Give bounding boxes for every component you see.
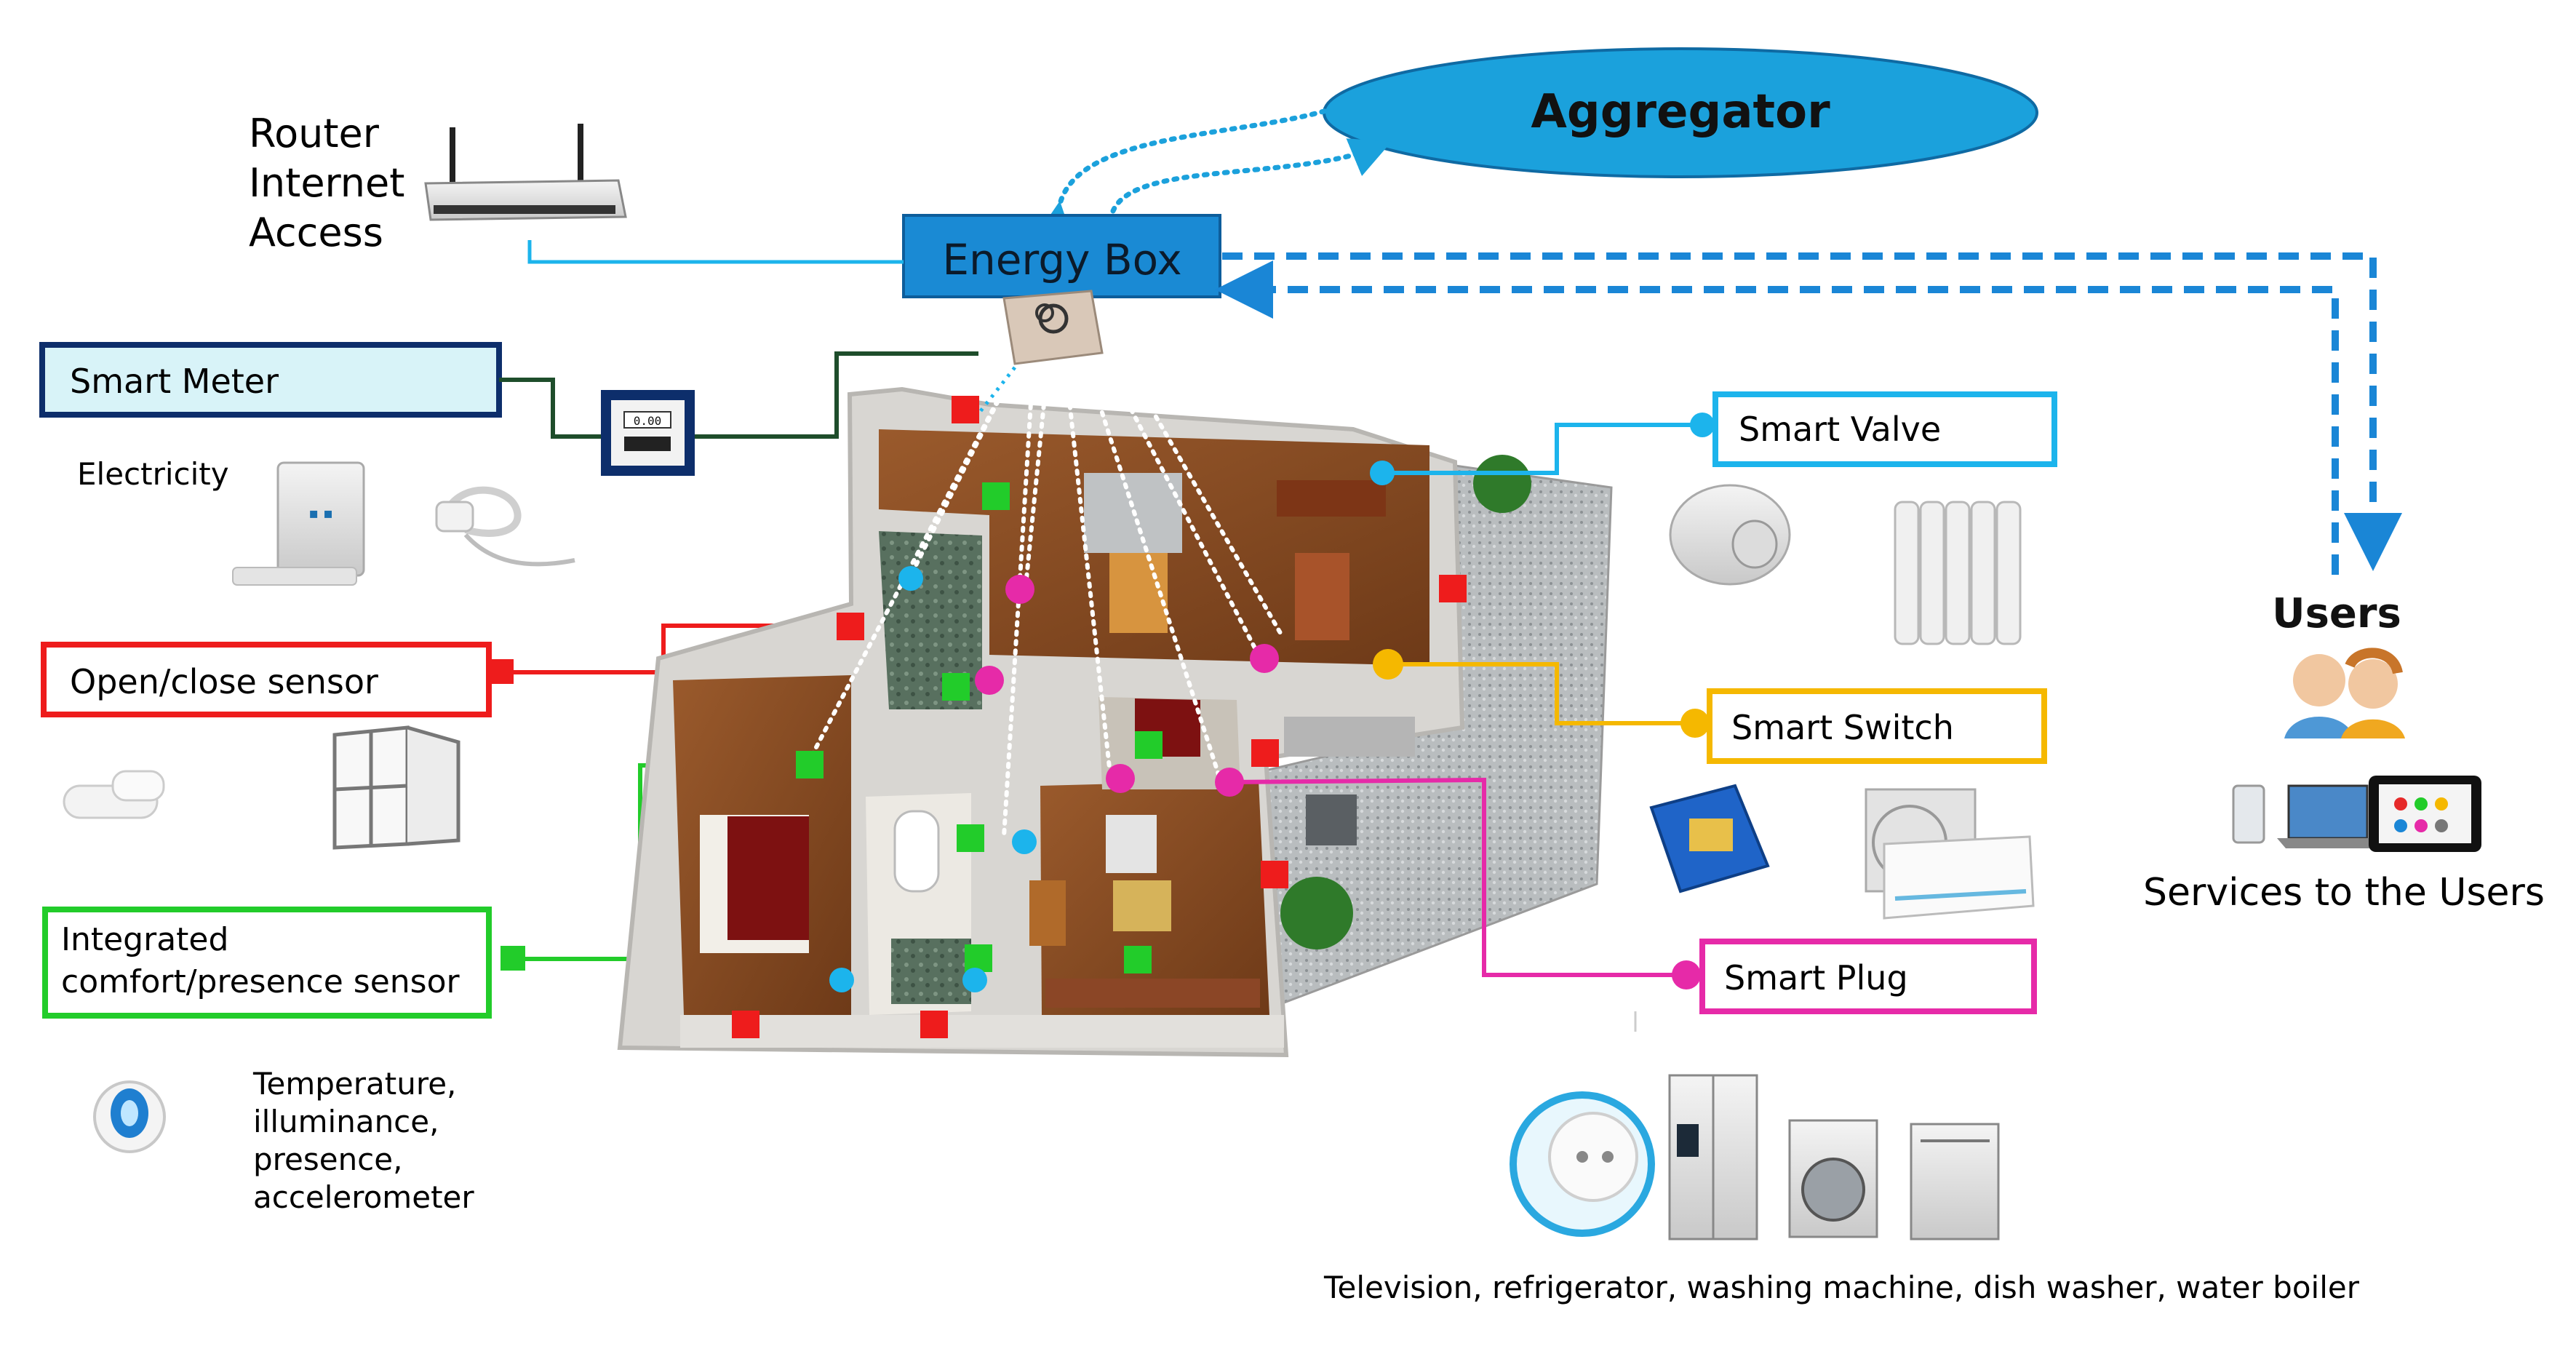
comfort-detail-4: accelerometer (253, 1179, 474, 1215)
electricity-meter-icon: ▪ ▪ (232, 461, 365, 586)
comfort-box: Integrated comfort/presence sensor (42, 907, 492, 1019)
comfort-line2: comfort/presence sensor (61, 963, 460, 1000)
window-icon (332, 725, 460, 850)
aggregator-label: Aggregator (1531, 85, 1830, 139)
smart-meter-label: Smart Meter (70, 362, 279, 401)
electricity-label: Electricity (77, 456, 229, 492)
current-clamp-icon (435, 486, 575, 567)
smart-switch-node (1680, 709, 1710, 738)
valve-markers (829, 461, 1395, 992)
comfort-detail-2: illuminance, (253, 1104, 439, 1139)
energy-box-label: Energy Box (942, 235, 1181, 284)
router-link (527, 240, 904, 264)
energy-box-device-icon (1002, 290, 1104, 365)
comfort-line1: Integrated (61, 921, 228, 958)
smart-meter-device-icon: 0.00 (601, 390, 695, 476)
washing-machine-icon (1788, 1119, 1878, 1238)
users-link (1215, 252, 2402, 575)
router-text: Router Internet Access (249, 111, 418, 255)
smart-meter-display: 0.00 (634, 414, 662, 428)
router-line2: Internet (249, 160, 404, 206)
smart-switch-link (1388, 662, 1695, 725)
smart-plug-device-icon (1510, 1091, 1655, 1237)
smart-plug-link (1229, 777, 1695, 977)
router-line1: Router (249, 111, 380, 156)
comfort-node (501, 946, 525, 971)
svg-text:▪ ▪: ▪ ▪ (308, 504, 332, 522)
comfort-detail-3: presence, (253, 1142, 402, 1177)
users-label: Users (2272, 590, 2401, 637)
open-close-markers (732, 396, 1467, 1038)
floor-plan (617, 386, 1613, 1058)
open-close-node (489, 659, 514, 684)
comfort-markers (796, 482, 1163, 973)
comfort-sensor-icon (93, 1080, 166, 1153)
appliances-caption: Television, refrigerator, washing machin… (1323, 1270, 2360, 1305)
smart-plug-label: Smart Plug (1724, 958, 1908, 997)
door-sensor-icon (63, 770, 165, 819)
smart-plug-node (1672, 960, 1701, 989)
switch-module-icon (1649, 784, 1770, 893)
smart-plug-box: Smart Plug (1699, 939, 2037, 1014)
refrigerator-icon (1668, 1074, 1758, 1241)
open-close-label: Open/close sensor (70, 662, 378, 701)
smart-switch-box: Smart Switch (1707, 688, 2047, 764)
smart-valve-box: Smart Valve (1712, 391, 2057, 467)
energy-box-ray-blue (973, 366, 1016, 420)
smart-valve-node (1690, 413, 1715, 437)
air-conditioner-icon (1865, 788, 2035, 920)
aggregator-link (1034, 106, 1392, 244)
energy-box: Energy Box (902, 214, 1221, 298)
user-devices-icon (2232, 776, 2481, 852)
router-icon (424, 124, 627, 221)
open-close-link (513, 624, 851, 674)
aggregator: Aggregator (1323, 47, 2038, 178)
smart-switch-label: Smart Switch (1731, 708, 1954, 747)
dishwasher-icon (1910, 1123, 2000, 1241)
users-icon (2284, 648, 2405, 738)
comfort-details: Temperature, illuminance, presence, acce… (252, 1066, 474, 1215)
comfort-detail-1: Temperature, (252, 1066, 456, 1102)
smart-meter-box: Smart Meter (39, 342, 502, 418)
smart-valve-label: Smart Valve (1739, 410, 1941, 449)
smart-valve-link (1382, 423, 1713, 475)
services-label: Services to the Users (2143, 871, 2545, 915)
svg-text:Integrated comfort/prese: Integrated comfort/presence sensor (61, 921, 460, 1000)
thermostatic-valve-icon (1669, 484, 1791, 586)
plug-markers (975, 575, 1279, 797)
router-line3: Access (249, 210, 383, 255)
radiator-icon (1894, 501, 2022, 645)
smart-meter-link (499, 351, 978, 439)
open-close-box: Open/close sensor (41, 642, 492, 717)
